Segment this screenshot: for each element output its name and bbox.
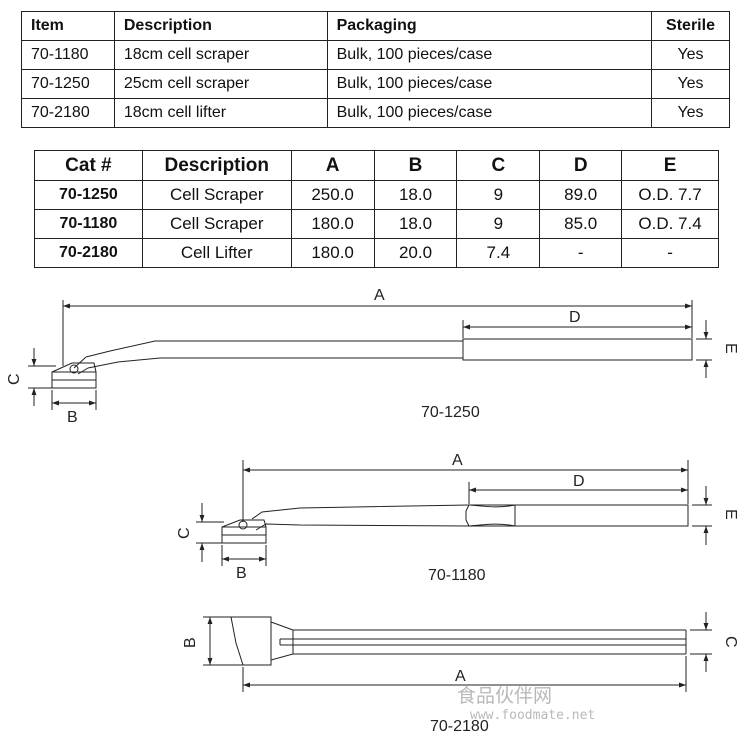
packaging-cell: Bulk, 100 pieces/case [326, 69, 653, 99]
label-c: C [176, 527, 193, 539]
drawing-caption: 70-1180 [428, 567, 486, 584]
label-b: B [67, 409, 78, 426]
table-row: 70-2180 Cell Lifter 180.0 20.0 7.4 - - [34, 238, 719, 268]
drawing-caption: 70-2180 [430, 718, 489, 735]
label-e: E [722, 343, 739, 354]
table-row: 70-1250 Cell Scraper 250.0 18.0 9 89.0 O… [34, 180, 719, 210]
dim-a-cell: 250.0 [290, 180, 375, 210]
description-cell: Cell Lifter [141, 238, 292, 268]
dim-b-cell: 20.0 [373, 238, 458, 268]
header-description: Description [113, 11, 328, 41]
description-cell: 18cm cell scraper [113, 40, 328, 70]
dim-c-cell: 7.4 [456, 238, 541, 268]
label-d: D [569, 309, 581, 326]
dim-b-cell: 18.0 [373, 180, 458, 210]
dim-d-cell: - [539, 238, 623, 268]
drawing-70-2180 [203, 612, 712, 692]
dim-c-cell: 9 [456, 209, 541, 239]
description-cell: 18cm cell lifter [113, 98, 328, 128]
header-sterile: Sterile [651, 11, 730, 41]
header-b: B [373, 150, 458, 181]
label-b: B [236, 565, 247, 582]
dim-e-cell: O.D. 7.7 [621, 180, 719, 210]
table-row: 70-1180 18cm cell scraper Bulk, 100 piec… [21, 40, 730, 70]
sterile-cell: Yes [651, 69, 730, 99]
watermark-url: www.foodmate.net [470, 708, 595, 723]
cat-cell: 70-1180 [34, 209, 143, 239]
drawing-70-1180 [196, 460, 712, 566]
watermark-chinese: 食品伙伴网 [457, 685, 552, 707]
label-d: D [573, 473, 585, 490]
label-a: A [374, 287, 385, 304]
item-cell: 70-2180 [21, 98, 115, 128]
description-cell: Cell Scraper [141, 180, 292, 210]
dim-d-cell: 85.0 [539, 209, 623, 239]
table-row: 70-1250 25cm cell scraper Bulk, 100 piec… [21, 69, 730, 99]
header-cat: Cat # [34, 150, 143, 181]
table-header-row: Cat # Description A B C D E [34, 150, 719, 181]
packaging-cell: Bulk, 100 pieces/case [326, 98, 653, 128]
drawing-caption: 70-1250 [421, 404, 480, 421]
dim-e-cell: - [621, 238, 719, 268]
label-e: E [722, 509, 739, 520]
product-packaging-table: Item Description Packaging Sterile 70-11… [21, 11, 730, 128]
header-c: C [456, 150, 541, 181]
packaging-cell: Bulk, 100 pieces/case [326, 40, 653, 70]
label-a: A [455, 668, 466, 685]
dim-d-cell: 89.0 [539, 180, 623, 210]
table-header-row: Item Description Packaging Sterile [21, 11, 730, 41]
label-b: B [182, 637, 199, 648]
dimensions-table: Cat # Description A B C D E 70-1250 Cell… [34, 150, 719, 268]
sterile-cell: Yes [651, 98, 730, 128]
item-cell: 70-1250 [21, 69, 115, 99]
dim-a-cell: 180.0 [290, 238, 375, 268]
cat-cell: 70-2180 [34, 238, 143, 268]
drawing-70-1250 [28, 300, 712, 410]
dim-c-cell: 9 [456, 180, 541, 210]
label-c: C [722, 636, 739, 648]
label-a: A [452, 452, 463, 469]
table-row: 70-2180 18cm cell lifter Bulk, 100 piece… [21, 98, 730, 128]
header-item: Item [21, 11, 115, 41]
description-cell: 25cm cell scraper [113, 69, 328, 99]
label-c: C [6, 373, 23, 385]
sterile-cell: Yes [651, 40, 730, 70]
